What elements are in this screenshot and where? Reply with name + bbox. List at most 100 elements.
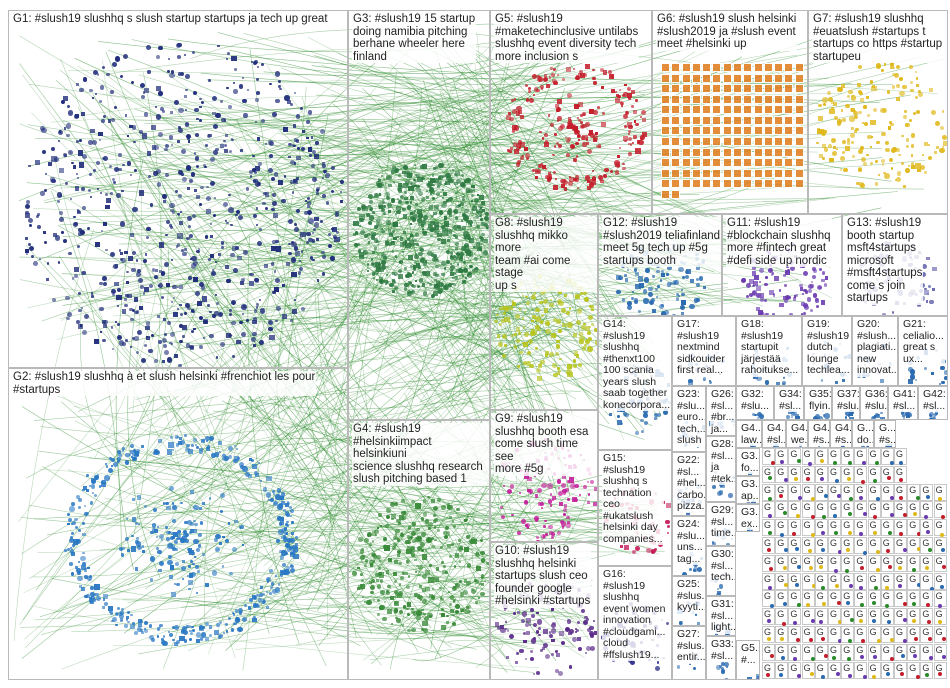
graph-node[interactable] xyxy=(196,250,199,253)
graph-node[interactable] xyxy=(446,199,449,202)
graph-node[interactable] xyxy=(89,89,93,93)
graph-node[interactable] xyxy=(569,123,572,126)
graph-node[interactable] xyxy=(180,502,182,504)
graph-node[interactable] xyxy=(205,144,208,147)
graph-node[interactable] xyxy=(199,119,202,122)
graph-node[interactable] xyxy=(842,118,846,122)
graph-node[interactable] xyxy=(196,592,198,594)
graph-node[interactable] xyxy=(884,173,889,178)
graph-node[interactable] xyxy=(117,335,122,340)
graph-node[interactable] xyxy=(544,308,548,312)
graph-node[interactable] xyxy=(414,255,419,260)
graph-node[interactable] xyxy=(771,273,774,276)
graph-node[interactable] xyxy=(768,514,772,518)
graph-node[interactable] xyxy=(44,241,47,244)
graph-node[interactable] xyxy=(441,561,444,564)
graph-node[interactable] xyxy=(192,51,195,54)
graph-node[interactable] xyxy=(196,548,200,552)
graph-node[interactable] xyxy=(127,549,130,552)
graph-node[interactable] xyxy=(80,324,82,326)
graph-node[interactable] xyxy=(657,661,660,664)
graph-node[interactable] xyxy=(249,170,253,174)
graph-node[interactable] xyxy=(307,210,312,215)
graph-node[interactable] xyxy=(99,485,101,487)
graph-node[interactable] xyxy=(186,165,191,170)
graph-node[interactable] xyxy=(835,381,838,384)
graph-node[interactable] xyxy=(733,74,742,83)
graph-node[interactable] xyxy=(269,569,272,572)
graph-node[interactable] xyxy=(441,273,444,276)
graph-node[interactable] xyxy=(149,284,153,288)
graph-node[interactable] xyxy=(553,68,556,71)
graph-node[interactable] xyxy=(329,245,331,247)
graph-node[interactable] xyxy=(529,98,534,103)
graph-node[interactable] xyxy=(743,84,752,93)
graph-node[interactable] xyxy=(523,326,526,329)
graph-node[interactable] xyxy=(180,211,182,213)
graph-node[interactable] xyxy=(581,609,585,613)
graph-node[interactable] xyxy=(455,247,458,250)
graph-node[interactable] xyxy=(764,137,773,146)
graph-node[interactable] xyxy=(505,621,507,623)
graph-node[interactable] xyxy=(117,607,120,610)
graph-node[interactable] xyxy=(455,216,459,220)
graph-node[interactable] xyxy=(320,129,325,134)
graph-node[interactable] xyxy=(620,422,623,425)
graph-node[interactable] xyxy=(437,238,441,242)
graph-node[interactable] xyxy=(267,581,269,583)
graph-node[interactable] xyxy=(295,251,300,256)
graph-node[interactable] xyxy=(618,276,623,281)
graph-node[interactable] xyxy=(312,177,317,182)
graph-node[interactable] xyxy=(320,220,323,223)
graph-node[interactable] xyxy=(182,335,184,337)
graph-node[interactable] xyxy=(634,120,637,123)
graph-node[interactable] xyxy=(632,291,634,293)
graph-node[interactable] xyxy=(537,376,542,381)
graph-node[interactable] xyxy=(414,210,416,212)
graph-node[interactable] xyxy=(124,251,127,254)
graph-node[interactable] xyxy=(29,224,32,227)
graph-node[interactable] xyxy=(754,414,757,417)
graph-node[interactable] xyxy=(51,147,55,151)
graph-node[interactable] xyxy=(72,277,74,279)
graph-node[interactable] xyxy=(635,431,639,435)
graph-node[interactable] xyxy=(702,179,711,188)
graph-node[interactable] xyxy=(442,197,444,199)
graph-node[interactable] xyxy=(235,246,239,250)
graph-node[interactable] xyxy=(768,476,772,480)
graph-node[interactable] xyxy=(824,413,829,418)
graph-node[interactable] xyxy=(92,140,97,145)
graph-node[interactable] xyxy=(441,225,445,229)
graph-node[interactable] xyxy=(848,531,852,535)
graph-node[interactable] xyxy=(723,105,732,114)
graph-node[interactable] xyxy=(905,168,910,173)
graph-node[interactable] xyxy=(591,323,594,326)
graph-node[interactable] xyxy=(870,146,872,148)
graph-node[interactable] xyxy=(783,376,785,378)
graph-node[interactable] xyxy=(391,198,396,203)
graph-node[interactable] xyxy=(137,545,142,550)
graph-node[interactable] xyxy=(137,495,142,500)
graph-node[interactable] xyxy=(519,492,521,494)
graph-node[interactable] xyxy=(67,105,70,108)
graph-node[interactable] xyxy=(64,127,67,130)
graph-node[interactable] xyxy=(518,332,521,335)
graph-node[interactable] xyxy=(380,525,382,527)
graph-node[interactable] xyxy=(311,136,314,139)
graph-node[interactable] xyxy=(784,105,793,114)
graph-node[interactable] xyxy=(251,459,255,463)
graph-node[interactable] xyxy=(396,210,400,214)
graph-node[interactable] xyxy=(384,601,386,603)
graph-node[interactable] xyxy=(743,137,752,146)
graph-node[interactable] xyxy=(932,267,937,272)
graph-node[interactable] xyxy=(517,365,520,368)
graph-node[interactable] xyxy=(541,483,546,488)
graph-node[interactable] xyxy=(117,288,121,292)
graph-node[interactable] xyxy=(256,224,258,226)
graph-node[interactable] xyxy=(314,154,319,159)
graph-node[interactable] xyxy=(374,246,377,249)
graph-node[interactable] xyxy=(911,154,913,156)
graph-node[interactable] xyxy=(130,318,134,322)
graph-node[interactable] xyxy=(455,171,460,176)
graph-node[interactable] xyxy=(848,512,852,516)
